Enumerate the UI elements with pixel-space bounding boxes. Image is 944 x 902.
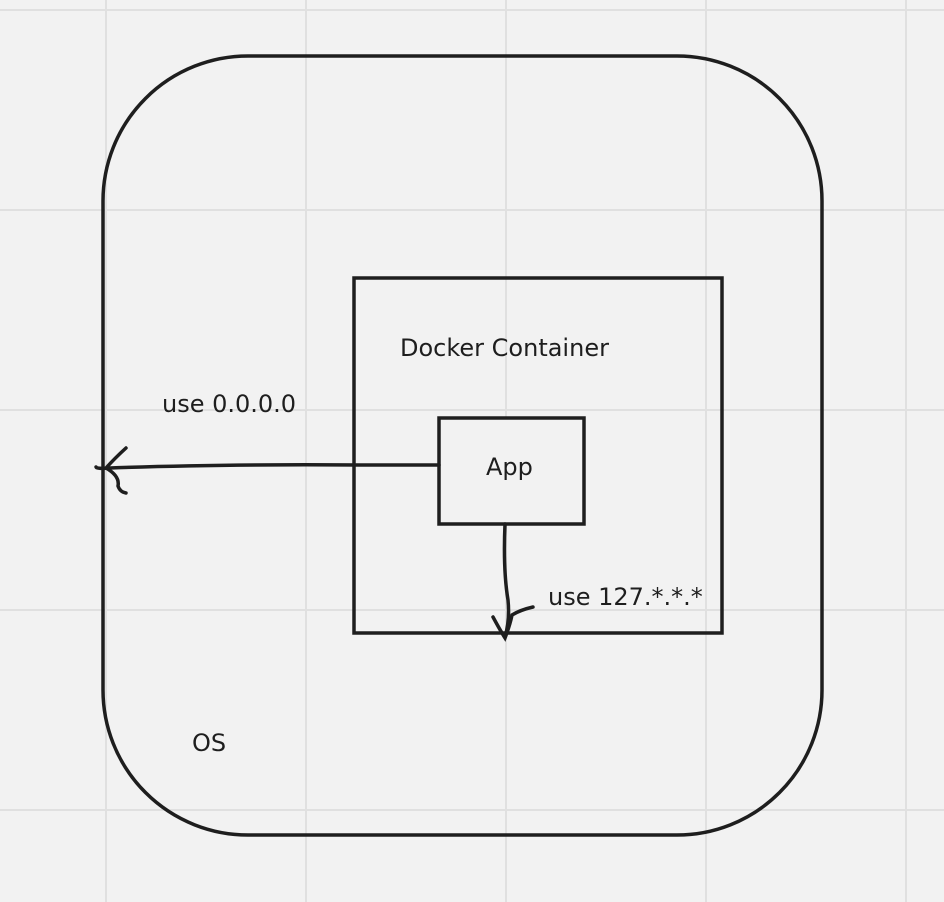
edge-label-external: use 0.0.0.0	[162, 390, 297, 418]
edge-label-internal: use 127.*.*.*	[548, 583, 703, 611]
os-label: OS	[192, 729, 227, 757]
os-box[interactable]	[101, 54, 824, 837]
docker-container-box[interactable]	[352, 276, 724, 635]
arrow-app-to-container[interactable]	[491, 522, 535, 642]
app-box[interactable]	[437, 416, 586, 526]
app-label: App	[486, 453, 533, 481]
docker-container-label: Docker Container	[400, 334, 609, 362]
arrow-app-to-os[interactable]	[94, 446, 441, 495]
